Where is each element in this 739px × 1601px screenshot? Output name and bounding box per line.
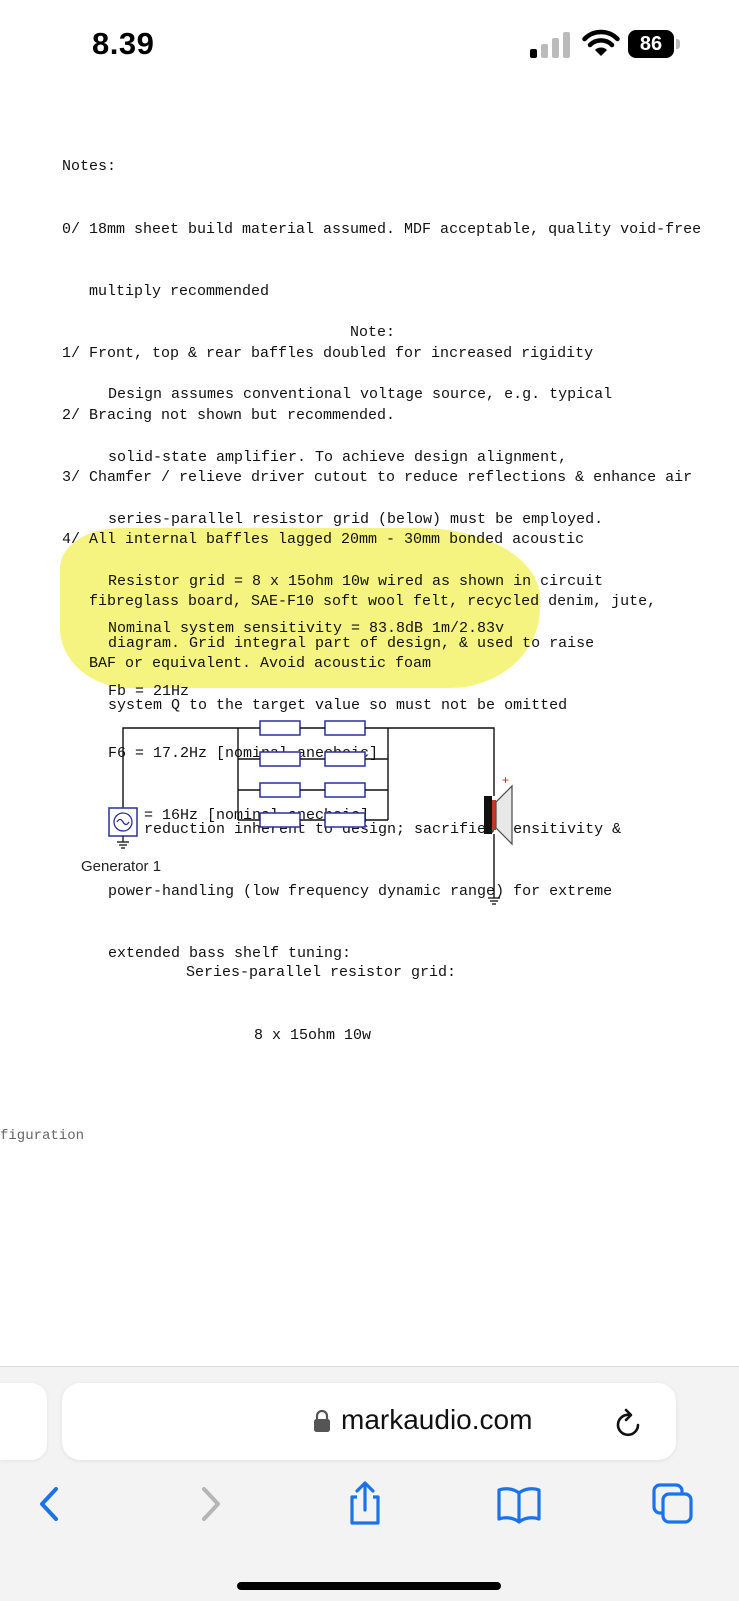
home-indicator [237,1582,501,1590]
lock-icon [314,1409,330,1432]
cellular-signal-icon [530,32,570,58]
design-note-line: system Q to the target value so must not… [108,696,568,714]
battery-level: 86 [628,30,674,58]
circuit-caption: Series-parallel resistor grid: 8 x 15ohm… [186,922,546,1067]
battery-icon: 86 [628,30,682,58]
bookmarks-icon[interactable] [494,1479,544,1529]
battery-tip [676,39,680,49]
notes-line: 4/ All internal baffles lagged 20mm - 30… [62,530,585,548]
status-bar: 8.39 86 [0,0,739,90]
url-text: markaudio.com [341,1404,533,1435]
design-note-line: power-handling (low frequency dynamic ra… [108,883,613,901]
browser-bottom-bar: markaudio.com [0,1366,739,1601]
design-note: Design assumes conventional voltage sour… [108,344,728,986]
generator-label: Generator 1 [81,858,162,875]
notes-line: BAF or equivalent. Avoid acoustic foam [62,655,432,673]
design-note-line: Resistor grid = 8 x 15ohm 10w wired as s… [108,572,604,590]
speaker-polarity: + [502,773,509,787]
spec-line: Nominal system sensitivity = 83.8dB 1m/2… [108,620,505,638]
status-time: 8.39 [92,26,155,61]
notes-line: 0/ 18mm sheet build material assumed. MD… [62,220,702,238]
notes-line: 2/ Bracing not shown but recommended. [62,406,396,424]
notes-line: multiply recommended [62,282,270,300]
design-note-title: Note: [350,324,396,341]
tabs-icon[interactable] [648,1479,698,1529]
design-note-line: diagram. Grid integral part of design, &… [108,634,595,652]
forward-icon[interactable] [184,1479,234,1529]
share-icon[interactable] [340,1479,390,1529]
speaker-symbol: + [484,773,513,905]
address-bar[interactable]: markaudio.com [62,1383,676,1460]
build-notes: Notes: 0/ 18mm sheet build material assu… [62,116,739,696]
resistor-array [259,720,366,828]
notes-line: 3/ Chamfer / relieve driver cutout to re… [62,468,693,486]
back-icon[interactable] [26,1479,76,1529]
caption-line: Series-parallel resistor grid: [186,964,457,982]
yellow-highlight [60,528,540,688]
design-note-line: Design assumes conventional voltage sour… [108,386,613,404]
spec-line: Fb = 21Hz [108,682,190,700]
reload-icon[interactable] [614,1407,644,1439]
resistor-grid-circuit-diagram: + [108,720,513,905]
design-note-line: extended bass shelf tuning: [108,945,352,963]
design-note-line: solid-state amplifier. To achieve design… [108,448,568,466]
wifi-icon [582,29,620,56]
notes-line: 1/ Front, top & rear baffles doubled for… [62,344,594,362]
design-note-line: series-parallel resistor grid (below) mu… [108,510,604,528]
cut-off-text: figuration [0,1128,85,1144]
generator-symbol [108,807,138,849]
notes-line: fibreglass board, SAE-F10 soft wool felt… [62,593,657,611]
previous-tab-preview[interactable] [0,1383,47,1460]
notes-line: Notes: [62,158,117,176]
caption-line: 8 x 15ohm 10w [254,1026,372,1044]
